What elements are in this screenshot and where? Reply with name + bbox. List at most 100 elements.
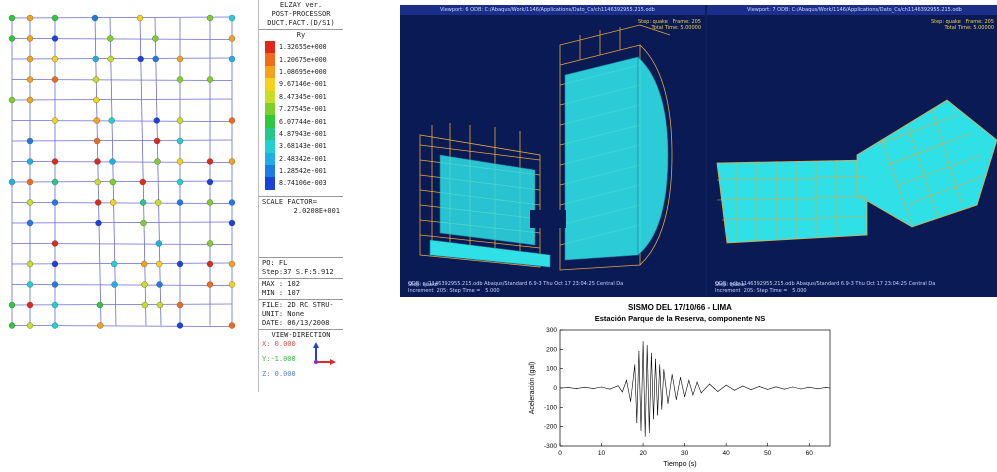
- plastic-hinge-dot: [139, 199, 147, 206]
- beam-line: [11, 98, 233, 101]
- plastic-hinge-dot: [51, 281, 59, 288]
- series-point: [636, 422, 638, 424]
- series-point: [576, 388, 578, 389]
- x-tick-label: 50: [764, 450, 772, 457]
- plastic-hinge-dot: [26, 137, 34, 145]
- beam-line: [11, 120, 233, 122]
- plastic-hinge-dot: [111, 281, 118, 288]
- legend-swatch: [265, 78, 275, 91]
- plastic-hinge-dot: [26, 35, 34, 42]
- legend-title-1: ELZAY ver.: [279, 1, 323, 9]
- plastic-hinge-dot: [155, 240, 163, 247]
- series-point: [584, 386, 586, 388]
- series-point: [675, 399, 677, 400]
- plastic-hinge-dot: [176, 137, 184, 145]
- plastic-hinge-dot: [51, 35, 59, 42]
- building-3d-model-b: [716, 99, 997, 244]
- plastic-hinge-dot: [95, 199, 102, 206]
- series-point: [696, 381, 698, 383]
- legend-row: 8.47345e-001: [259, 90, 343, 103]
- legend-value: 3.68143e-001: [279, 142, 327, 151]
- plastic-hinge-dot: [91, 14, 99, 22]
- plastic-hinge-dot: [108, 117, 115, 124]
- plastic-hinge-dot: [176, 199, 184, 206]
- chart-series: [559, 341, 831, 437]
- y-tick-label: -300: [544, 443, 557, 450]
- legend-value: 8.47345e-001: [279, 92, 327, 101]
- plastic-hinge-dot: [93, 137, 101, 145]
- plastic-hinge-dot: [107, 55, 114, 63]
- plastic-hinge-dot: [152, 55, 159, 63]
- po-line: PO: FL: [262, 258, 288, 267]
- building-3d-model-a: [419, 24, 673, 271]
- beam-line: [11, 303, 233, 306]
- x-tick-label: 0: [558, 450, 562, 457]
- y-tick-label: 100: [546, 366, 557, 373]
- legend-value: 1.32655e+000: [279, 43, 327, 52]
- legend-swatch: [265, 177, 275, 190]
- viewport-7-stamp: ODB: odb-1146392955.215.odb Abaqus/Stand…: [715, 281, 936, 287]
- beam-line: [11, 38, 233, 40]
- step-info-block: PO: FL Step:37 S.F:5.912: [259, 256, 343, 278]
- series-point: [717, 391, 719, 392]
- plastic-hinge-dot: [92, 55, 99, 63]
- plastic-hinge-dot: [228, 35, 236, 42]
- beam-line: [11, 57, 233, 60]
- series-point: [567, 387, 569, 389]
- scale-factor-label: SCALE FACTOR=: [262, 197, 317, 206]
- plastic-hinge-dot: [8, 322, 16, 329]
- plastic-hinge-dot: [51, 240, 59, 247]
- view-x: X: 0.000: [262, 339, 296, 348]
- legend-row: 9.67146e-001: [259, 78, 343, 91]
- series-point: [783, 388, 785, 390]
- legend-swatch: [265, 164, 275, 178]
- legend-value: 1.20675e+000: [279, 55, 327, 64]
- plastic-hinge-dot: [51, 260, 59, 268]
- legend-row: 7.27545e-001: [259, 102, 343, 116]
- legend-value: 1.08695e+000: [279, 67, 327, 76]
- chart-title: SISMO DEL 17/10/66 - LIMA: [628, 303, 732, 312]
- legend-value: 2.48342e-001: [279, 154, 327, 163]
- legend-value: 7.27545e-001: [279, 105, 327, 114]
- plastic-hinge-dot: [8, 96, 16, 104]
- y-tick-label: 300: [546, 327, 557, 334]
- view-y: Y:-1.000: [262, 354, 296, 363]
- plastic-hinge-dot: [206, 178, 214, 186]
- plastic-hinge-dot: [109, 158, 116, 165]
- viewport-6[interactable]: Viewport: 6 ODB: C:/Abaqus/Work/1146/App…: [400, 5, 705, 297]
- x-tick-label: 20: [639, 450, 647, 457]
- plastic-hinge-dot: [51, 117, 59, 124]
- x-tick-label: 10: [598, 450, 606, 457]
- series-point: [592, 388, 594, 389]
- plastic-hinge-dot: [8, 178, 16, 186]
- plastic-hinge-dot: [228, 117, 236, 124]
- view-direction-title: VIEW-DIRECTION: [271, 330, 331, 339]
- legend-value: 8.74106e-003: [279, 179, 327, 188]
- y-tick-label: 0: [553, 385, 557, 392]
- column-line: [94, 17, 102, 326]
- abaqus-viewports: Viewport: 6 ODB: C:/Abaqus/Work/1146/App…: [400, 5, 997, 297]
- plastic-hinge-dot: [206, 158, 214, 165]
- series-point: [653, 418, 654, 420]
- legend-variable: Ry: [296, 31, 306, 39]
- viewport-6-info: Step: quake Frame: 205 Total Time: 5.000…: [637, 19, 701, 31]
- beam-line: [11, 243, 233, 245]
- plastic-hinge-dot: [176, 55, 184, 63]
- plastic-hinge-dot: [137, 55, 144, 63]
- legend-swatch: [265, 127, 275, 141]
- plastic-hinge-dot: [206, 281, 214, 288]
- legend-color-scale: 1.32655e+000 1.20675e+000 1.08695e+000 9.67…: [259, 41, 343, 190]
- legend-row: 1.28542e-001: [259, 164, 343, 178]
- axis-triad-icon: [313, 341, 336, 365]
- beam-line: [11, 284, 233, 286]
- plastic-hinge-dot: [176, 117, 184, 124]
- plastic-hinge-dot: [206, 14, 214, 22]
- series-point: [657, 414, 659, 416]
- plastic-hinge-dot: [110, 199, 117, 206]
- series-point: [667, 403, 669, 404]
- legend-swatch: [265, 152, 275, 165]
- series-point: [692, 394, 694, 396]
- plastic-hinge-dot: [152, 35, 159, 42]
- viewport-7[interactable]: Viewport: 7 ODB: C:/Abaqus/Work/1146/App…: [707, 5, 997, 297]
